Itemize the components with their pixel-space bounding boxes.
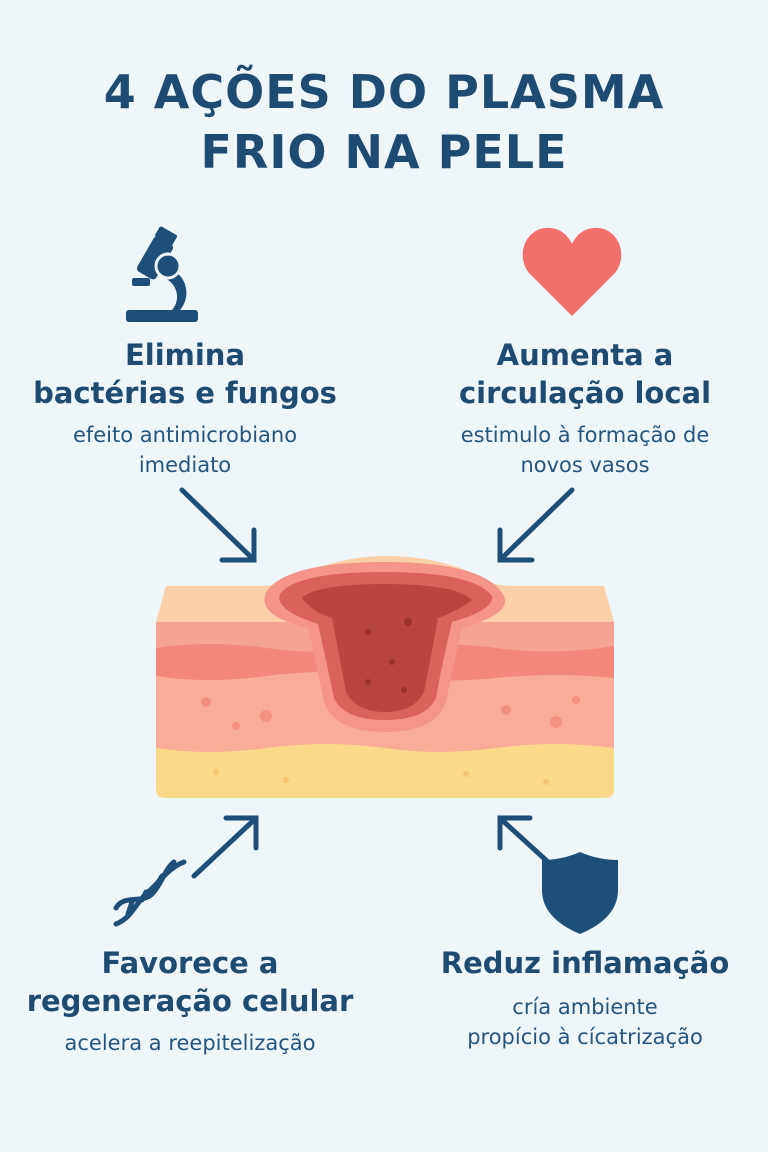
skin-wound-illustration [156,556,614,798]
action-cell-regeneration: Favorece a regeneração celular acelera a… [10,944,370,1058]
action-increase-circulation: Aumenta a circulação local estimulo à fo… [410,336,760,480]
dna-icon [113,859,187,927]
action-eliminate-bacteria: Elimina bactérias e fungos efeito antimi… [20,336,350,480]
action-subtext-line-1: cría ambiente [512,995,658,1019]
action-heading-line-1: Elimina [124,338,246,372]
arrow-up-left-icon [497,815,551,865]
action-heading-line-2: circulação local [458,376,712,410]
shield-icon [542,852,618,934]
action-subtext-line-2: novos vasos [520,453,650,477]
action-heading-line-1: Reduz inflamação [440,946,730,980]
action-reduce-inflammation: Reduz inflamação cría ambiente propício … [405,944,765,1052]
microscope-icon [126,226,198,322]
arrow-down-left-icon [497,487,575,563]
action-subtext-line-2: imediato [138,453,232,477]
action-heading-line-2: regeneração celular [26,984,354,1018]
arrow-up-right-icon [191,815,259,879]
action-subtext-line-1: estimulo à formação de [460,423,710,447]
action-subtext-line-1: efeito antimicrobiano [72,423,298,447]
title-line-2: FRIO NA PELE [200,125,568,179]
action-heading-line-1: Aumenta a [496,338,674,372]
action-subtext-line-1: acelera a reepitelização [64,1031,316,1055]
action-subtext-line-2: propício à cícatrização [467,1025,703,1049]
page-title: 4 AÇÕES DO PLASMA FRIO NA PELE [0,62,768,182]
action-heading-line-2: bactérias e fungos [33,376,337,410]
wound [264,562,506,732]
action-heading-line-1: Favorece a [101,946,279,980]
arrow-down-right-icon [179,487,257,563]
title-line-1: 4 AÇÕES DO PLASMA [103,65,665,119]
heart-icon [522,227,622,316]
